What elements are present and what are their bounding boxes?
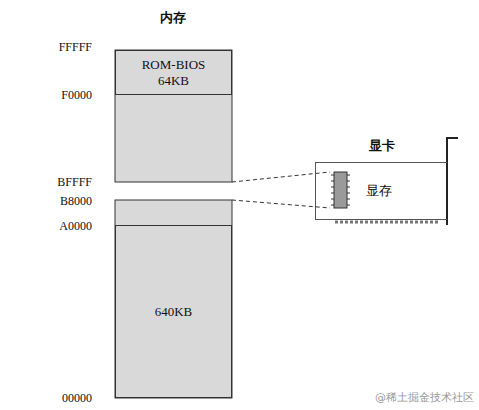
card-edge-connector xyxy=(335,221,440,224)
watermark: @稀土掘金技术社区 xyxy=(375,390,474,406)
lower-memory-block xyxy=(115,200,232,398)
vram-label: 显存 xyxy=(366,183,392,199)
region-label: 640KB xyxy=(155,304,193,320)
graphics-card: 显卡显存 xyxy=(315,162,447,220)
diagram-title: 内存 xyxy=(143,10,203,26)
rom-bios-region: ROM-BIOS 64KB xyxy=(115,50,232,95)
address-label: FFFFF xyxy=(36,39,92,55)
memory-chip xyxy=(331,172,350,208)
upper-memory-block xyxy=(115,50,232,182)
address-label: BFFFF xyxy=(36,174,92,190)
card-bracket xyxy=(447,138,458,225)
region-label: ROM-BIOS 64KB xyxy=(136,57,211,89)
address-label: A0000 xyxy=(36,218,92,234)
address-label: 00000 xyxy=(36,390,92,406)
address-label: F0000 xyxy=(36,87,92,103)
conventional-memory-region: 640KB xyxy=(115,225,232,398)
card-heading: 显卡 xyxy=(316,138,447,154)
address-label: B8000 xyxy=(36,193,92,209)
